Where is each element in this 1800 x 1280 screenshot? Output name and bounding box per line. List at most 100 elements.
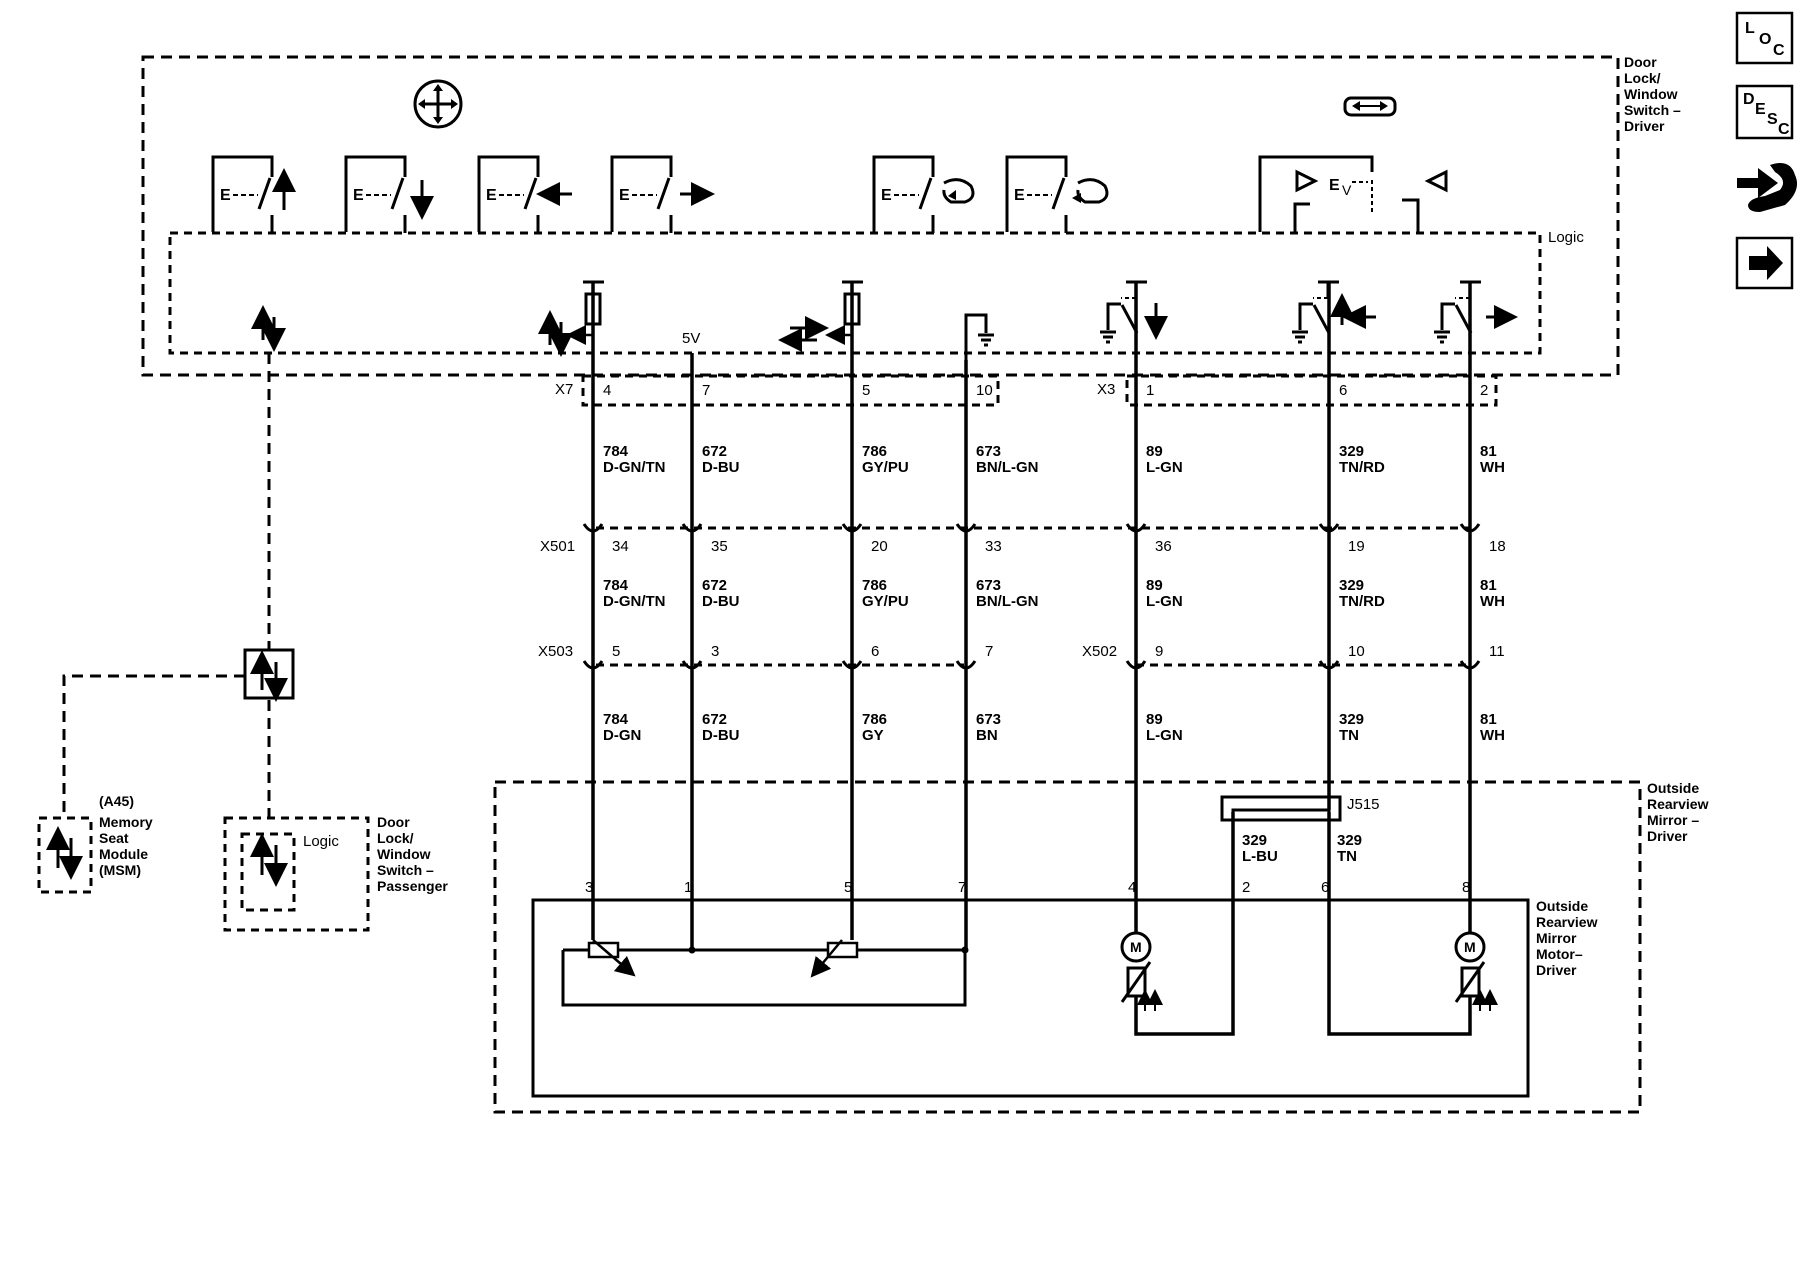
- connector-x3-label: X3: [1097, 381, 1115, 398]
- wire-color-mid-784: D-GN/TN: [603, 593, 666, 610]
- pin-x501-673: 33: [985, 538, 1002, 555]
- wire-color-lower-784: D-GN: [603, 727, 641, 744]
- svg-text:(MSM): (MSM): [99, 862, 141, 878]
- wire-color-mid-673: BN/L-GN: [976, 593, 1039, 610]
- pin-x501-81: 18: [1489, 538, 1506, 555]
- resistor-784: [538, 280, 604, 357]
- svg-text:E: E: [1755, 101, 1766, 118]
- pin-x50x-786: 6: [871, 643, 879, 660]
- wire-color-lower-673: BN: [976, 727, 998, 744]
- pin-x50x-81: 11: [1489, 643, 1505, 660]
- wire-num-lower-329: 329: [1339, 711, 1364, 728]
- switch-mirror-left: E: [477, 155, 572, 233]
- x50x-cavity-329: [1318, 660, 1340, 670]
- svg-text:E: E: [1014, 187, 1025, 204]
- relay-89: [1100, 280, 1168, 344]
- pin-top-81: 2: [1480, 382, 1488, 399]
- svg-text:Motor–: Motor–: [1536, 946, 1583, 962]
- pin-top-672: 7: [702, 382, 710, 399]
- svg-text:E: E: [353, 187, 364, 204]
- wire-num-mid-784: 784: [603, 577, 629, 594]
- svg-text:E: E: [220, 187, 231, 204]
- svg-text:Door: Door: [1624, 54, 1657, 70]
- wire-color-mid-786: GY/PU: [862, 593, 909, 610]
- location-icon[interactable]: L O C: [1735, 11, 1794, 65]
- svg-text:E: E: [486, 187, 497, 204]
- switch-mirror-down: E: [344, 155, 434, 233]
- mirror-selector-icon: [413, 79, 463, 129]
- voltage-5v-label: 5V: [682, 330, 700, 347]
- switch-mirror-up: E: [211, 155, 296, 233]
- svg-text:Passenger: Passenger: [377, 878, 448, 894]
- wire-color-lower-786: GY: [862, 727, 884, 744]
- wire-color-mid-672: D-BU: [702, 593, 740, 610]
- description-icon[interactable]: D E S C: [1735, 84, 1794, 140]
- wire-num-mid-672: 672: [702, 577, 727, 594]
- svg-text:J515: J515: [1347, 796, 1380, 813]
- svg-text:V: V: [1342, 182, 1352, 198]
- wire-num-lower-89: 89: [1146, 711, 1163, 728]
- pin-top-329: 6: [1339, 382, 1347, 399]
- svg-text:Driver: Driver: [1624, 118, 1665, 134]
- relay-329: [1292, 280, 1376, 344]
- memory-seat-module: (A45) Memory Seat Module (MSM): [37, 793, 153, 894]
- pin-mirror-786: 5: [844, 879, 852, 896]
- wire-num-lower-786: 786: [862, 711, 887, 728]
- x50x-cavity-786: [841, 660, 863, 670]
- pin-x50x-329: 10: [1348, 643, 1365, 660]
- svg-text:O: O: [1759, 31, 1771, 48]
- svg-text:Logic: Logic: [303, 833, 339, 850]
- svg-text:Driver: Driver: [1536, 962, 1577, 978]
- svg-text:2: 2: [1242, 879, 1250, 896]
- splice-wire-labels: 329 L-BU 329 TN 2: [1242, 832, 1362, 896]
- wire-color-lower-329: TN: [1339, 727, 1359, 744]
- wire-color-mid-81: WH: [1480, 593, 1505, 610]
- svg-text:Mirror: Mirror: [1536, 930, 1577, 946]
- pin-mirror-329: 6: [1321, 879, 1329, 896]
- svg-text:M: M: [1464, 939, 1476, 955]
- svg-text:Rearview: Rearview: [1647, 796, 1709, 812]
- ground-673: [964, 313, 994, 360]
- svg-text:Outside: Outside: [1647, 780, 1699, 796]
- pin-x501-672: 35: [711, 538, 728, 555]
- svg-text:TN: TN: [1337, 848, 1357, 865]
- wire-num-upper-673: 673: [976, 443, 1001, 460]
- svg-text:Window: Window: [377, 846, 431, 862]
- connector-x501-label: X501: [540, 538, 575, 555]
- svg-text:Outside: Outside: [1536, 898, 1588, 914]
- wire-num-lower-81: 81: [1480, 711, 1497, 728]
- mirror-motor-box: [531, 898, 1530, 1098]
- pin-top-89: 1: [1146, 382, 1154, 399]
- pin-x50x-673: 7: [985, 643, 993, 660]
- x501-cavity-784: [582, 523, 604, 533]
- pin-x501-784: 34: [612, 538, 629, 555]
- svg-text:S: S: [1767, 111, 1778, 128]
- wire-num-lower-784: 784: [603, 711, 629, 728]
- wire-color-upper-784: D-GN/TN: [603, 459, 666, 476]
- svg-text:Rearview: Rearview: [1536, 914, 1598, 930]
- x501-cavity-673: [955, 523, 977, 533]
- serial-data-line-msm: [62, 674, 245, 817]
- svg-text:Lock/: Lock/: [1624, 70, 1661, 86]
- wire-num-upper-672: 672: [702, 443, 727, 460]
- arrow-right-icon[interactable]: [1735, 236, 1794, 290]
- wire-color-upper-673: BN/L-GN: [976, 459, 1039, 476]
- driver-switch-module-box: [141, 55, 1620, 377]
- motor-common-wire-2: [1327, 812, 1472, 1036]
- x50x-cavity-672: [681, 660, 703, 670]
- svg-text:C: C: [1773, 42, 1785, 59]
- serial-data-icon: [251, 305, 286, 352]
- wrench-icon[interactable]: [1737, 162, 1798, 212]
- driver-logic-box: [168, 231, 1542, 355]
- pin-x50x-784: 5: [612, 643, 620, 660]
- pin-x501-329: 19: [1348, 538, 1365, 555]
- connector-x7-box: [581, 374, 1000, 407]
- wire-color-lower-81: WH: [1480, 727, 1505, 744]
- svg-text:Module: Module: [99, 846, 148, 862]
- wire-num-upper-786: 786: [862, 443, 887, 460]
- connector-x503-label: X503: [538, 643, 573, 660]
- wire-color-lower-89: L-GN: [1146, 727, 1183, 744]
- svg-text:C: C: [1778, 121, 1790, 138]
- pin-top-784: 4: [603, 382, 611, 399]
- mirror-left-right-select-icon: [1343, 96, 1397, 117]
